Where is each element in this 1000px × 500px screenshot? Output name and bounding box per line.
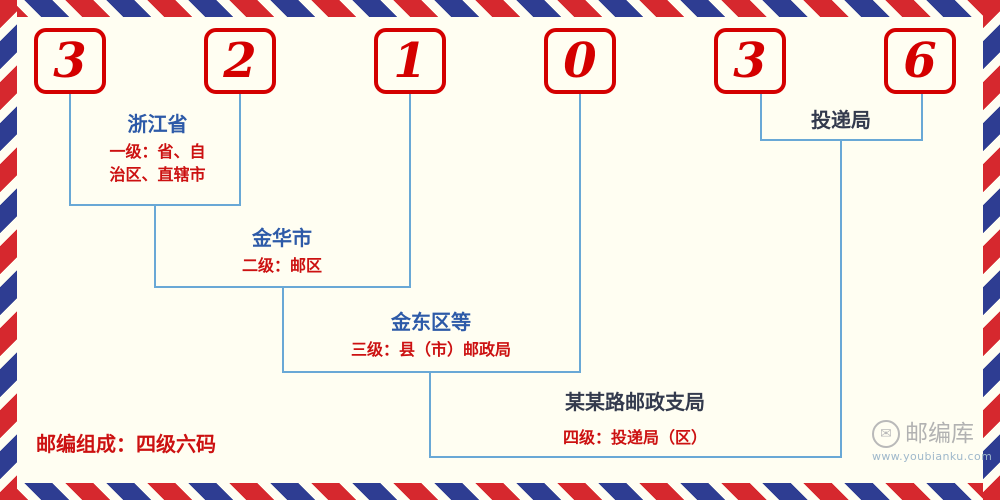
digit-2: 2 bbox=[223, 33, 257, 89]
connector-delivery-level4 bbox=[840, 139, 842, 458]
digit-1: 3 bbox=[53, 33, 87, 89]
level-1-desc: 一级：省、自治区、直辖市 bbox=[109, 142, 206, 184]
level-4-desc: 四级：投递局（区） bbox=[562, 428, 707, 447]
digit-box-1: 3 bbox=[34, 28, 106, 94]
airmail-border-right bbox=[983, 0, 1000, 500]
level-1-label: 浙江省 一级：省、自治区、直辖市 bbox=[85, 112, 230, 186]
delivery-office-title: 投递局 bbox=[811, 108, 871, 132]
digit-4: 0 bbox=[563, 33, 597, 89]
connector-digit3-vertical bbox=[409, 94, 411, 288]
level-2-label: 金华市 二级：邮区 bbox=[202, 226, 362, 277]
connector-digit2-vertical bbox=[239, 94, 241, 206]
digit-box-3: 1 bbox=[374, 28, 446, 94]
digit-3: 1 bbox=[393, 33, 427, 89]
connector-level2-level3 bbox=[282, 286, 284, 373]
connector-level3-level4 bbox=[429, 371, 431, 458]
connector-digit5-vertical bbox=[760, 94, 762, 141]
level-4-label: 某某路邮政支局 四级：投递局（区） bbox=[510, 390, 760, 449]
level-3-desc: 三级：县（市）邮政局 bbox=[350, 340, 511, 359]
connector-digit6-vertical bbox=[921, 94, 923, 141]
airmail-border-left bbox=[0, 0, 17, 500]
site-logo-row: ✉ 邮编库 bbox=[872, 420, 984, 448]
level-3-label: 金东区等 三级：县（市）邮政局 bbox=[331, 310, 531, 361]
site-logo[interactable]: ✉ 邮编库 www.youbianku.com bbox=[872, 420, 993, 463]
level-1-title: 浙江省 bbox=[127, 112, 188, 136]
digit-box-5: 3 bbox=[714, 28, 786, 94]
digit-5: 3 bbox=[733, 33, 767, 89]
airmail-border-top bbox=[0, 0, 1000, 17]
digit-box-4: 0 bbox=[544, 28, 616, 94]
envelope-icon: ✉ bbox=[872, 420, 900, 448]
delivery-office-label: 投递局 bbox=[781, 108, 901, 132]
bracket-level3 bbox=[282, 371, 581, 373]
composition-note: 邮编组成：四级六码 bbox=[36, 432, 216, 456]
level-2-title: 金华市 bbox=[252, 226, 312, 250]
site-name: 邮编库 bbox=[905, 421, 974, 447]
digit-box-6: 6 bbox=[884, 28, 956, 94]
connector-digit4-vertical bbox=[579, 94, 581, 373]
digit-6: 6 bbox=[903, 33, 937, 89]
level-3-title: 金东区等 bbox=[391, 310, 471, 334]
level-4-title: 某某路邮政支局 bbox=[565, 390, 705, 414]
site-url[interactable]: www.youbianku.com bbox=[872, 450, 993, 463]
bracket-level4 bbox=[429, 456, 842, 458]
level-2-desc: 二级：邮区 bbox=[241, 256, 322, 275]
airmail-border-bottom bbox=[0, 483, 1000, 500]
connector-digit1-vertical bbox=[69, 94, 71, 206]
digit-box-2: 2 bbox=[204, 28, 276, 94]
connector-level1-level2 bbox=[154, 204, 156, 288]
